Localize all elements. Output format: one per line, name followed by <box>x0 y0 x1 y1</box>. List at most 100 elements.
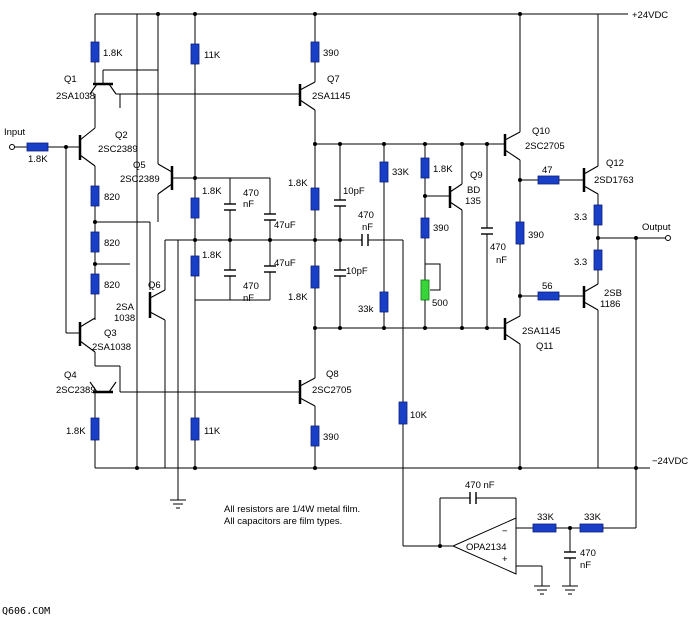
r-33k-servo-a-label: 33K <box>537 512 555 523</box>
bias-trimmer-label: 500 <box>432 298 448 309</box>
opamp-label: OPA2134 <box>466 542 507 553</box>
c470-vas-label-2: nF <box>496 255 507 266</box>
q10-transistor <box>503 131 521 161</box>
q9-type-a: BD <box>467 185 480 196</box>
r-10k-label: 10K <box>410 410 428 421</box>
r-18k-q9 <box>420 157 430 179</box>
q2-transistor <box>66 127 96 167</box>
r-56-label: 56 <box>542 281 553 292</box>
q12-ref: Q12 <box>606 158 624 169</box>
r-11k-bot-label: 11K <box>204 426 221 437</box>
input-resistor-label: 1.8K <box>28 154 48 165</box>
r-47-label: 47 <box>542 165 553 176</box>
r-390-bot-label: 390 <box>323 432 339 443</box>
q7-ref: Q7 <box>327 74 340 85</box>
input-resistor <box>26 142 49 152</box>
bias-trimmer-pot[interactable] <box>420 279 430 301</box>
output-label: Output <box>642 222 671 233</box>
r-390-top-label: 390 <box>323 48 339 59</box>
r-820-c <box>90 273 100 295</box>
r-390-top <box>310 41 320 63</box>
r-18k-c <box>310 187 320 211</box>
r-18k-q9-label: 1.8K <box>433 164 453 175</box>
ground-symbol-left <box>170 499 186 509</box>
output-terminal[interactable] <box>665 235 671 241</box>
r-3-3-a-label: 3.3 <box>574 212 587 223</box>
opamp-noninverting-sign: + <box>502 554 508 565</box>
opamp <box>451 517 517 575</box>
c470-b-label-2: nF <box>243 293 254 304</box>
q9-ref: Q9 <box>470 170 483 181</box>
r-33k-b <box>379 291 389 313</box>
supply-neg-label: −24VDC <box>652 456 688 467</box>
q12-type: 2SD1763 <box>594 175 634 186</box>
r-18k-b <box>190 255 200 277</box>
r-11k-top <box>190 43 200 65</box>
q13-type-b: 1186 <box>600 299 620 310</box>
q10-type: 2SC2705 <box>525 141 565 152</box>
q9-transistor <box>448 183 463 211</box>
c10p-a-label: 10pF <box>343 186 365 197</box>
r-390-mid <box>515 221 525 245</box>
c470-vas-label-1: 470 <box>490 242 506 253</box>
q2-ref: Q2 <box>115 130 128 141</box>
q4-ref: Q4 <box>64 370 77 381</box>
r-18k-d <box>310 265 320 289</box>
r-820-a <box>90 185 100 207</box>
r-56 <box>537 291 560 301</box>
ground-symbol-servo-cap <box>562 585 578 595</box>
r-33k-b-label: 33k <box>358 304 374 315</box>
r-820-c-label: 820 <box>104 280 120 291</box>
q5-type: 2SC2389 <box>120 174 160 185</box>
r-33k-servo-b-label: 33K <box>584 512 602 523</box>
note-line-2: All capacitors are film types. <box>224 516 342 527</box>
q1-emitter-resistor-label: 1.8K <box>103 48 123 59</box>
ground-symbol-opamp <box>534 585 550 595</box>
q3-ref: Q3 <box>104 328 117 339</box>
r-33k-a <box>379 161 389 183</box>
q6-transistor <box>148 289 166 321</box>
r-33k-servo-b <box>579 523 604 533</box>
r-3-3-b <box>593 249 603 271</box>
q11-type: 2SA1145 <box>522 326 560 337</box>
c470-servo-gnd-label-1: 470 <box>580 548 596 559</box>
q1-ref: Q1 <box>64 74 77 85</box>
note-line-1: All resistors are 1/4W metal film. <box>224 504 360 515</box>
r-820-b-label: 820 <box>104 238 120 249</box>
r-390-q9 <box>420 217 430 239</box>
q11-ref: Q11 <box>536 341 553 352</box>
c470-servo-label: 470 nF <box>465 480 495 491</box>
q6-ref: Q6 <box>148 280 161 291</box>
q13-type-a: 2SB <box>604 288 622 299</box>
r-18k-a-label: 1.8K <box>202 186 222 197</box>
r-390-mid-label: 390 <box>528 230 544 241</box>
c10p-b-label: 10pF <box>346 266 368 277</box>
q11-transistor <box>503 315 521 345</box>
r-820-a-label: 820 <box>104 192 120 203</box>
q1-emitter-resistor <box>90 41 100 63</box>
q5-ref: Q5 <box>133 160 146 171</box>
q13-transistor <box>582 283 599 311</box>
c47u-a-label: 47uF <box>274 220 296 231</box>
r-820-b <box>90 231 100 253</box>
r-33k-a-label: 33K <box>392 167 410 178</box>
q4-emitter-resistor-label: 1.8K <box>66 426 86 437</box>
r-390-q9-label: 390 <box>433 223 449 234</box>
q3-transistor <box>78 317 96 353</box>
r-10k <box>398 401 408 425</box>
opamp-inverting-sign: − <box>502 526 508 537</box>
input-terminal[interactable] <box>9 144 15 150</box>
q10-ref: Q10 <box>532 126 550 137</box>
r-33k-servo-a <box>532 523 557 533</box>
q8-transistor <box>298 377 316 407</box>
q6-type-b: 1038 <box>114 313 135 324</box>
c47u-b-label: 47uF <box>274 258 296 269</box>
c470-a-label-2: nF <box>243 199 254 210</box>
q3-type: 2SA1038 <box>92 342 131 353</box>
c470-fb-label-2: nF <box>362 222 373 233</box>
r-3-3-a <box>593 204 603 226</box>
r-47 <box>537 175 560 185</box>
r-11k-bot <box>190 417 200 441</box>
watermark: Q606.COM <box>2 606 50 617</box>
